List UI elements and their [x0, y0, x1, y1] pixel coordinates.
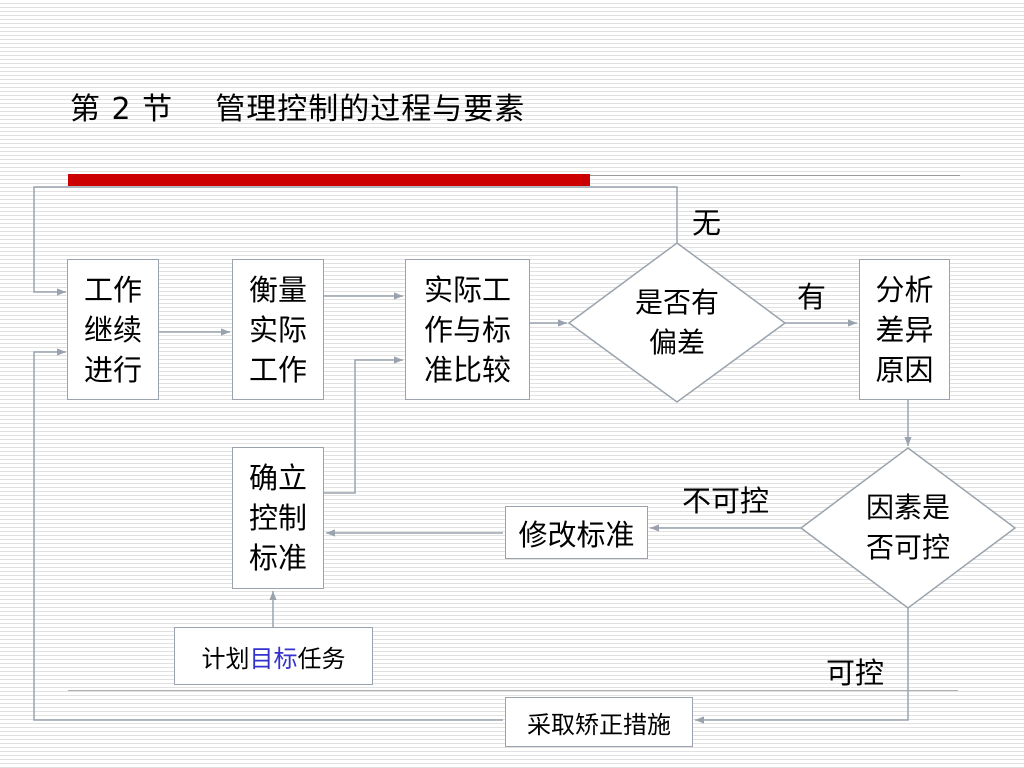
- label-uncontrollable: 不可控: [682, 484, 770, 518]
- node-continue-work: 工作 继续 进行: [67, 259, 159, 400]
- highlighted-goal-text: 目标: [249, 644, 298, 673]
- footer-divider: [68, 690, 958, 691]
- node-corrective-action: 采取矫正措施: [505, 697, 693, 747]
- node-measure-actual-work: 衡量 实际 工作: [232, 259, 324, 400]
- node-deviation-decision: 是否有 偏差: [634, 286, 719, 359]
- node-plan-goal-task: 计划目标任务: [174, 627, 373, 685]
- arrow-no-deviation-loop: [33, 186, 678, 296]
- deviation-diamond-shape: [567, 242, 787, 403]
- label-controllable: 可控: [826, 656, 885, 690]
- node-set-control-standard: 确立 控制 标准: [232, 447, 324, 589]
- node-modify-standard: 修改标准: [505, 506, 648, 559]
- arrow-controllable-to-corrective: [695, 608, 909, 724]
- node-compare-with-standard: 实际工 作与标 准比较: [405, 259, 530, 400]
- title-accent-bar: [68, 174, 590, 186]
- title-divider: [590, 175, 960, 176]
- label-no-deviation: 无: [692, 206, 722, 240]
- arrow-standard-to-compare: [324, 356, 403, 494]
- node-controllable-decision: 因素是 否可控: [865, 491, 950, 564]
- label-has-deviation: 有: [797, 280, 827, 314]
- page-title: 第 2 节 管理控制的过程与要素: [70, 92, 526, 127]
- arrow-corrective-to-continue: [33, 348, 503, 721]
- node-analyze-difference: 分析 差异 原因: [859, 259, 950, 400]
